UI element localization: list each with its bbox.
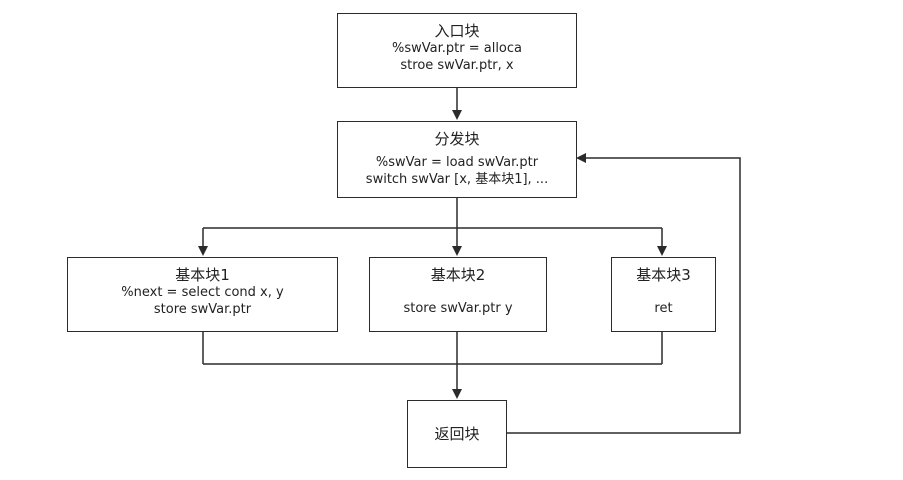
dispatch-block-line-2: switch swVar [x, 基本块1], ... (365, 172, 549, 187)
edge-return-loop-to-dispatch (506, 153, 741, 434)
basic-block-1-line-1: %next = select cond x, y (121, 285, 284, 300)
basic-block-1-title: 基本块1 (175, 266, 230, 284)
entry-block-title: 入口块 (434, 22, 480, 40)
basic-block-2-title: 基本块2 (430, 266, 486, 284)
entry-block-line-2: stroe swVar.ptr, x (400, 58, 514, 73)
basic-block-2-line-1: store swVar.ptr y (403, 301, 513, 316)
dispatch-block-line-1: %swVar = load swVar.ptr (375, 155, 539, 170)
basic-block-3-line-1: ret (654, 301, 673, 316)
dispatch-block: 分发块 %swVar = load swVar.ptr switch swVar… (337, 121, 577, 198)
return-block: 返回块 (407, 400, 507, 468)
entry-block-line-1: %swVar.ptr = alloca (392, 41, 522, 56)
basic-block-2: 基本块2 store swVar.ptr y (369, 257, 547, 332)
basic-block-3-title: 基本块3 (636, 266, 691, 284)
basic-block-3: 基本块3 ret (611, 257, 716, 332)
basic-block-1: 基本块1 %next = select cond x, y store swVa… (67, 257, 338, 332)
basic-block-1-line-2: store swVar.ptr (153, 302, 252, 317)
return-block-title: 返回块 (434, 425, 480, 443)
entry-block: 入口块 %swVar.ptr = alloca stroe swVar.ptr,… (337, 13, 577, 88)
dispatch-block-title: 分发块 (434, 130, 480, 148)
